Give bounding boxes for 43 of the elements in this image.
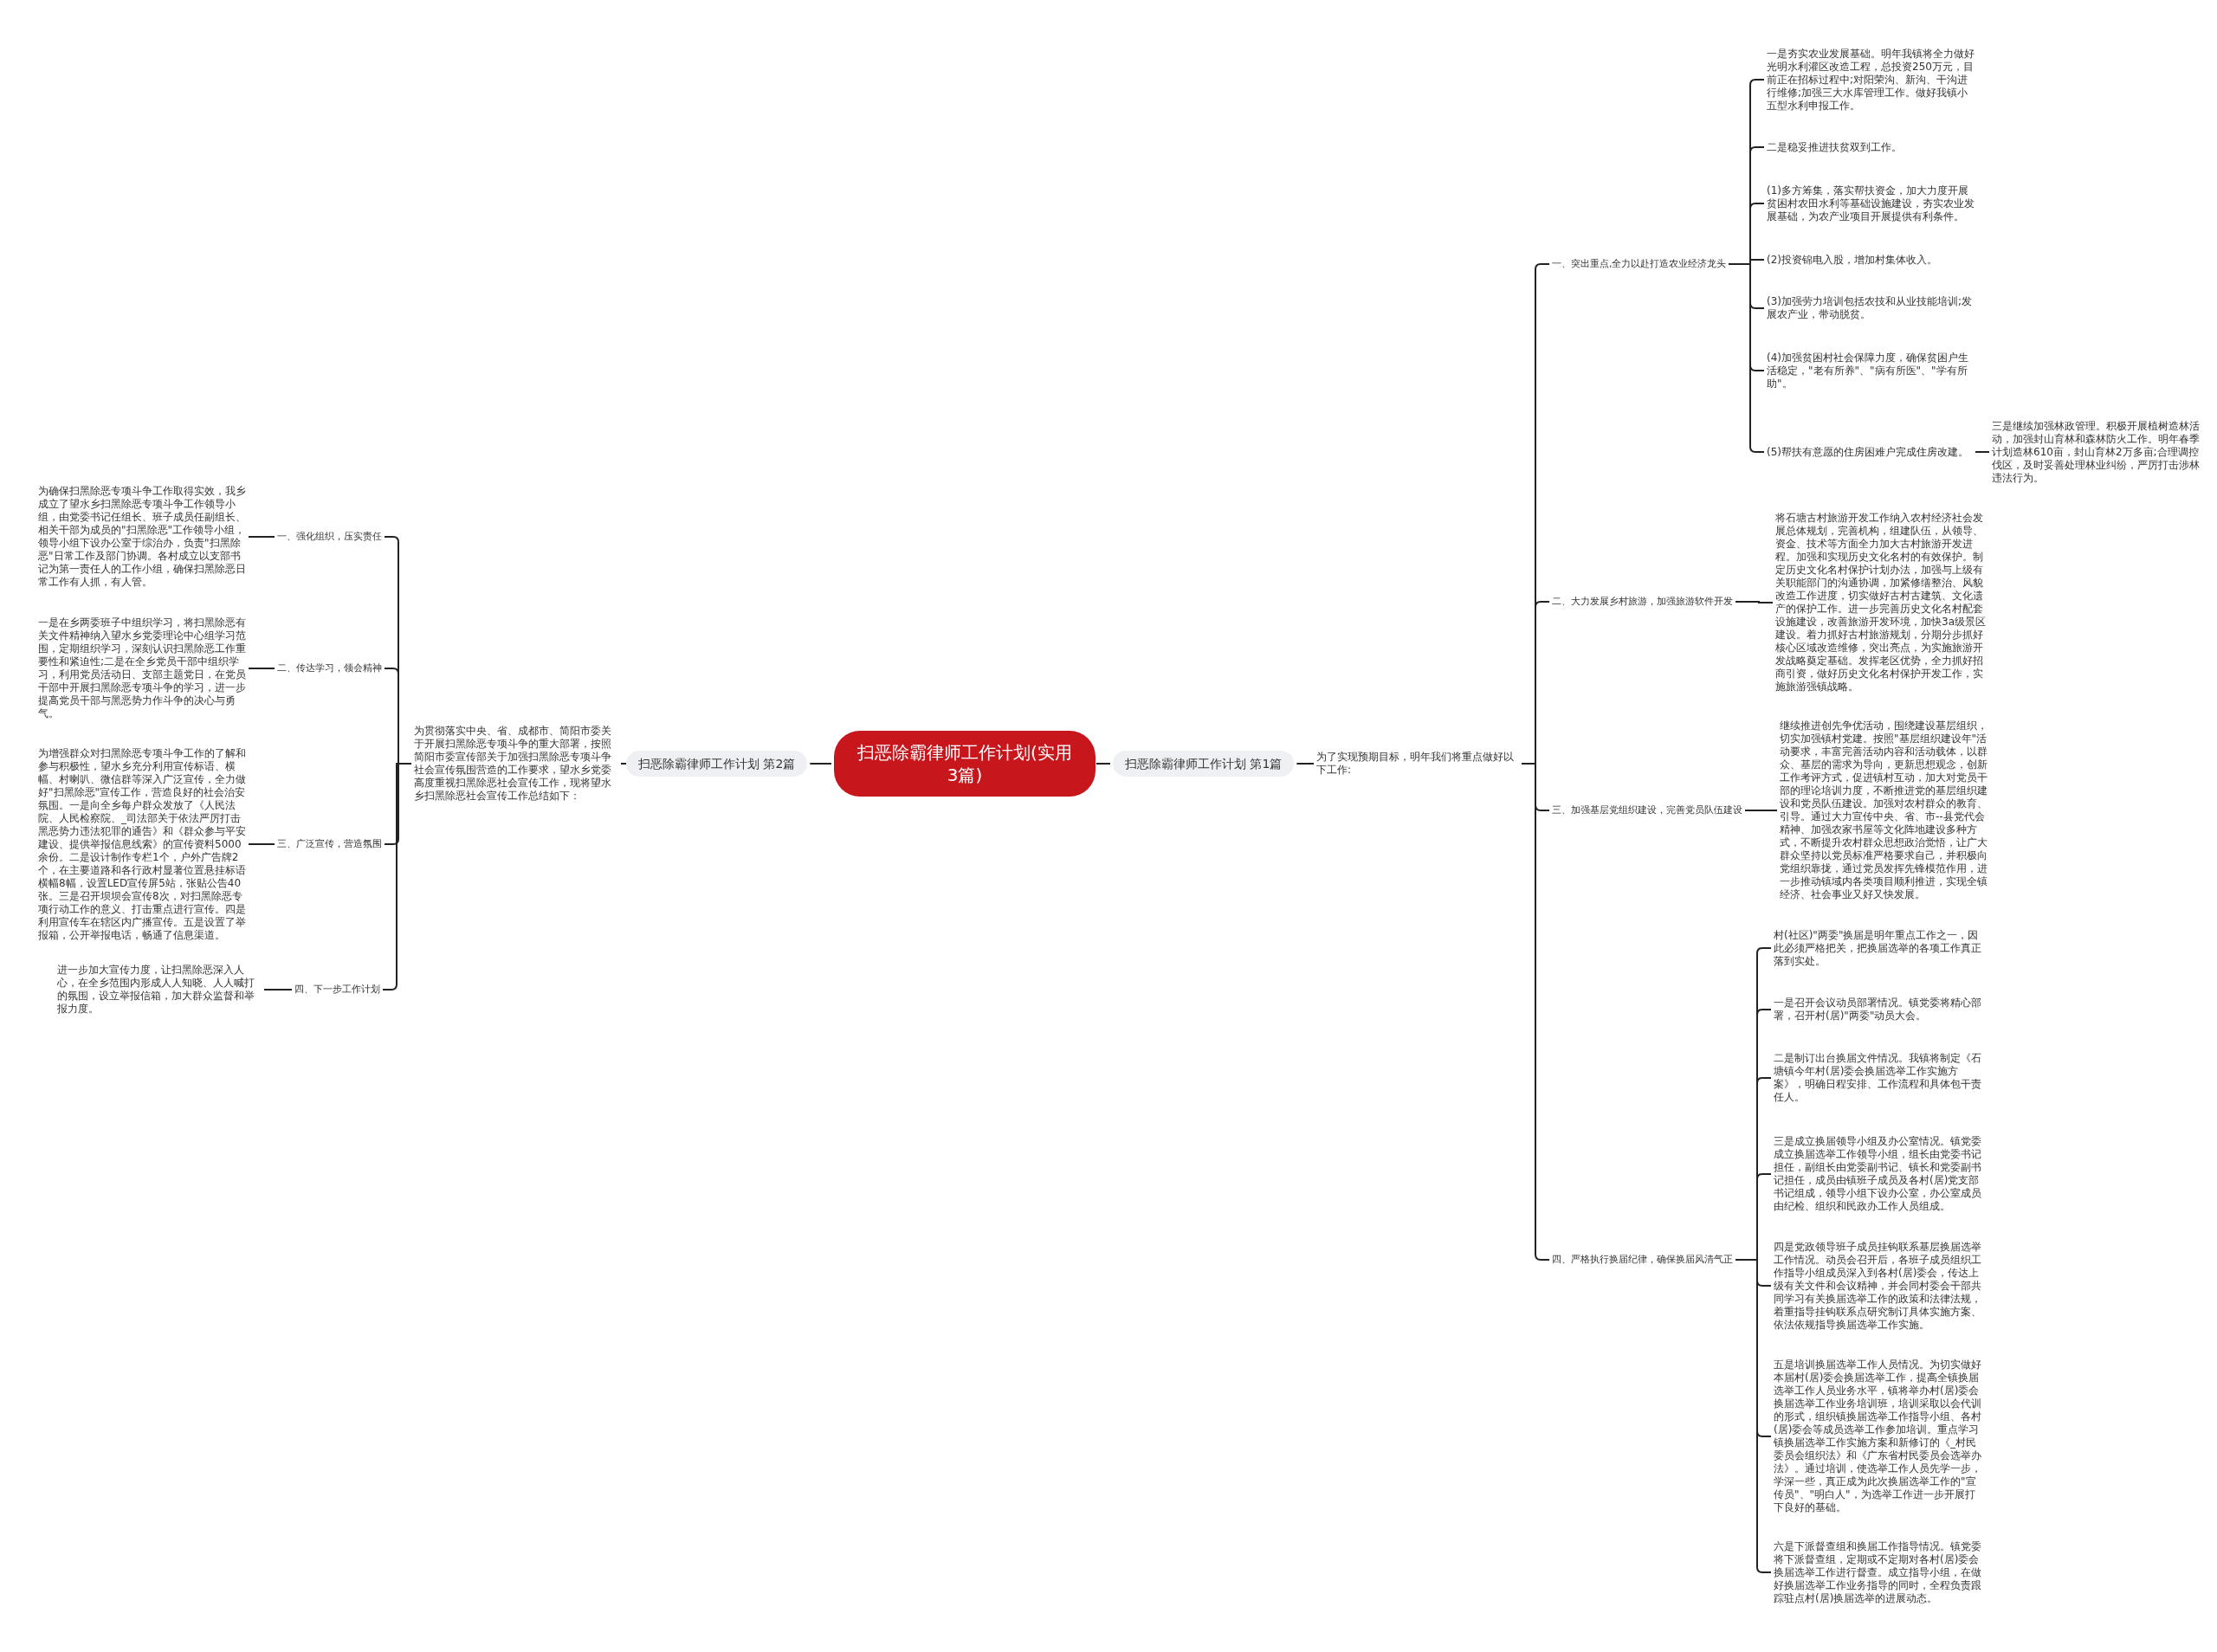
connector-line [809,763,832,765]
connector-line [1744,810,1778,811]
topic-text: 四是党政领导班子成员挂钩联系基层换届选举工作情况。动员会召开后，各班子成员组织工作指导小组成员深入到各村(居)委会，传达上级有关文件和会议精神，并会同村委会干部共同学习有关换届选举工作的政策和法律法规，着重指导挂钩联系点研究制订具体实施方案、依法依规指导换届选举工作实施。 [1774,1240,1981,1332]
topic-text: 一是夯实农业发展基础。明年我镇将全力做好光明水利灌区改造工程，总投资250万元，目前正在招标过程中;对阳荣沟、新沟、干沟进行维修;加强三大水库管理工作。做好我镇小五型水利申报工作。 [1767,47,1975,113]
topic-text: 二是稳妥推进扶贫双到工作。 [1767,140,1975,154]
connector-line [248,668,275,669]
topic-label: 二、大力发展乡村旅游，加强旅游软件开发 [1552,593,1733,610]
branch-topic: 扫恶除霸律师工作计划 第2篇 [626,750,808,778]
topic-label: 四、严格执行换届纪律，确保换届风清气正 [1552,1251,1733,1268]
branch-topic: 扫恶除霸律师工作计划 第1篇 [1113,750,1295,778]
central-topic: 扫恶除霸律师工作计划(实用3篇) [834,731,1096,797]
topic-label: 一、突出重点,全力以赴打造农业经济龙头 [1552,255,1727,273]
topic-label: 四、下一步工作计划 [294,981,380,998]
topic-label: 三、加强基层党组织建设，完善党员队伍建设 [1552,802,1742,819]
topic-text: 二是制订出台换届文件情况。我镇将制定《石塘镇今年村(居)委会换届选举工作实施方案》，明确日程安排、工作流程和具体包干责任人。 [1774,1052,1981,1104]
connector-line [1975,451,1990,453]
topic-label: 一、强化组织，压实责任 [277,528,382,545]
topic-text: (2)投资锦电入股，增加村集体收入。 [1767,253,1975,267]
topic-text: 继续推进创先争优活动，围绕建设基层组织，切实加强镇村党建。按照"基层组织建设年"活动要求，丰富完善活动内容和活动载体，以群众、基层的需求为导向，更新思想观念，创新工作考评方式，促进镇村互动，加大对党员干部的理论培训力度，不断推进党的基层组织建设和党员队伍建设。加强对农村群众的教育、引导。通过大力宣传中央、省、市--县党代会精神、加强农家书屋等文化阵地建设多种方式，不断提升农村群众思想政治觉悟，让广大群众坚持以党员标准严格要求自己，并积极向党组织靠拢，通过党员发挥先锋模范作用，进一步推动镇域内各类项目顺利推进，实现全镇经济、社会事业又好又快发展。 [1780,720,1992,901]
topic-text: 为了实现预期目标，明年我们将重点做好以下工作: [1316,751,1519,777]
connector-line [263,989,293,991]
topic-text: (4)加强贫困村社会保障力度，确保贫困户生活稳定，"老有所养"、"病有所医"、"学有所助"。 [1767,351,1975,390]
topic-text: 三是继续加强林政管理。积极开展植树造林活动，加强封山育林和森林防火工作。明年春季计划造林610亩，封山育林2万多亩;合理调控伐区，及时妥善处理林业纠纷，严厉打击涉林违法行为。 [1992,419,2200,485]
topic-text: 五是培训换届选举工作人员情况。为切实做好本届村(居)委会换届选举工作，提高全镇换届选举工作人员业务水平，镇将举办村(居)委会换届选举工作业务培训班，培训采取以会代训的形式，组织镇换届选举工作指导小组、各村(居)委会等成员选举工作参加培训。重点学习镇换届选举工作实施方案和新修订的《_村民委员会组织法》和《广东省村民委员会选举办法》。通过培训，使选举工作人员先学一步，学深一些，真正成为此次换届选举工作的"宣传员"、"明白人"，为选举工作进一步开展打下良好的基础。 [1774,1358,1981,1514]
topic-text: 一是召开会议动员部署情况。镇党委将精心部署，召开村(居)"两委"动员大会。 [1774,997,1981,1023]
connector-line [248,536,275,538]
topic-text: 将石塘古村旅游开发工作纳入农村经济社会发展总体规划，完善机构，组建队伍，从领导、资金、技术等方面全力加大古村旅游开发进程。加强和实现历史文化名村的有效保护。制定历史文化名村保护计划办法，加强与上级有关职能部门的沟通协调，加紧修缮整治、风貌改造工作进度，切实做好古村古建筑、文化遗产的保护工作。进一步完善历史文化名村配套设施建设，改善旅游开发环境，加快3a级景区建设。着力抓好古村旅游规划，分期分步抓好核心区域改造维修，突出亮点，为实施旅游开发战略奠定基础。发挥老区优势，全力抓好招商引资，做好历史文化名村保护开发工作，实施旅游强镇战略。 [1775,512,1988,694]
topic-label: 三、广泛宣传，营造氛围 [277,836,382,853]
topic-text: (1)多方筹集，落实帮扶资金，加大力度开展贫困村农田水利等基础设施建设，夯实农业发展基础，为农产业项目开展提供有利条件。 [1767,184,1975,223]
topic-text: 为确保扫黑除恶专项斗争工作取得实效，我乡成立了望水乡扫黑除恶专项斗争工作领导小组，由党委书记任组长、班子成员任副组长、相关干部为成员的"扫黑除恶"工作领导小组，领导小组下设办公室于综治办，负责"扫黑除恶"日常工作及部门协调。各村成立以支部书记为第一责任人的工作小组，确保扫黑除恶日常工作有人抓，有人管。 [38,485,246,589]
topic-text: 三是成立换届领导小组及办公室情况。镇党委成立换届选举工作领导小组，组长由党委书记担任，副组长由党委副书记、镇长和党委副书记担任，成员由镇班子成员及各村(居)党支部书记组成，领导小组下设办公室，办公室成员由纪检、组织和民政办工作人员组成。 [1774,1135,1981,1213]
topic-text: (3)加强劳力培训包括农技和从业技能培训;发展农产业，带动脱贫。 [1767,295,1975,321]
topic-text: 为贯彻落实中央、省、成都市、简阳市委关于开展扫黑除恶专项斗争的重大部署，按照简阳市委宣传部关于加强扫黑除恶专项斗争社会宣传氛围营造的工作要求，望水乡党委高度重视扫黑除恶社会宣传工作，现将望水乡扫黑除恶社会宣传工作总结如下： [414,725,618,803]
connector-line [1296,763,1315,765]
topic-text: 为增强群众对扫黑除恶专项斗争工作的了解和参与积极性，望水乡充分利用宣传标语、横幅、村喇叭、微信群等深入广泛宣传，全力做好"扫黑除恶"宣传工作，营造良好的社会治安氛围。一是向全乡每户群众发放了《人民法院、人民检察院、_司法部关于依法严厉打击黑恶势力违法犯罪的通告》和《群众参与平安建设、提供举报信息线索》的宣传资料5000余份。二是设计制作专栏1个，户外广告牌2个，在主要道路和各行政村显著位置悬挂标语横幅8幅，设置LED宣传屏5站，张贴公告40张。三是召开坝坝会宣传8次，对扫黑除恶专项行动工作的意义、打击重点进行宣传。四是利用宣传车在辖区内广播宣传。五是设置了举报箱，公开举报电话，畅通了信息渠道。 [38,746,246,942]
topic-text: (5)帮扶有意愿的住房困难户完成住房改建。 [1767,445,1975,459]
topic-text: 一是在乡两委班子中组织学习，将扫黑除恶有关文件精神纳入望水乡党委理论中心组学习范围，定期组织学习，深刻认识扫黑除恶工作重要性和紧迫性;二是在全乡党员干部中组织学习，利用党员活动日、支部主题党日，在党员干部中开展扫黑除恶专项斗争的学习，进一步提高党员干部与黑恶势力作斗争的决心与勇气。 [38,616,246,720]
connector-line [248,843,275,845]
connector-line [1735,601,1774,603]
topic-text: 六是下派督查组和换届工作指导情况。镇党委将下派督查组，定期或不定期对各村(居)委会换届选举工作进行督查。成立指导小组，在做好换届选举工作业务指导的同时，全程负责跟踪驻点村(居)换届选举的进展动态。 [1774,1539,1981,1605]
topic-text: 村(社区)"两委"换届是明年重点工作之一，因此必须严格把关，把换届选举的各项工作真正落到实处。 [1774,928,1981,968]
topic-label: 二、传达学习，领会精神 [277,660,382,677]
topic-text: 进一步加大宣传力度，让扫黑除恶深入人心，在全乡范围内形成人人知晓、人人喊打的氛围，设立举报信箱，加大群众监督和举报力度。 [57,964,262,1016]
